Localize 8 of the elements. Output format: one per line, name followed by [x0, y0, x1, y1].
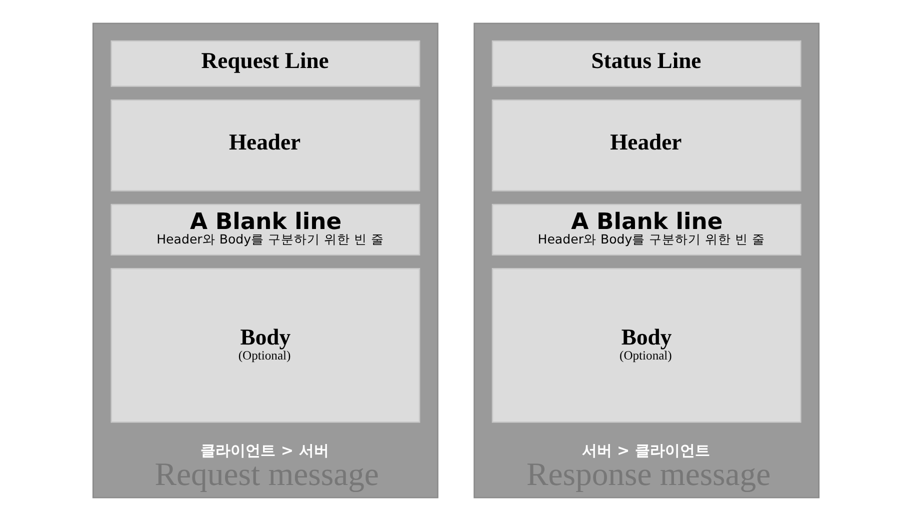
node-box: Request Line	[110, 40, 420, 87]
node-box: Status Line	[492, 40, 802, 87]
node-box: A Blank line Header와 Body를 구분하기 위한 빈 줄	[492, 204, 802, 256]
node-box: Header	[110, 99, 420, 192]
node-box: Body (Optional)	[110, 268, 420, 423]
node-box: Body (Optional)	[492, 268, 802, 423]
node-box: Header	[492, 99, 802, 192]
node-box: A Blank line Header와 Body를 구분하기 위한 빈 줄	[110, 204, 420, 256]
